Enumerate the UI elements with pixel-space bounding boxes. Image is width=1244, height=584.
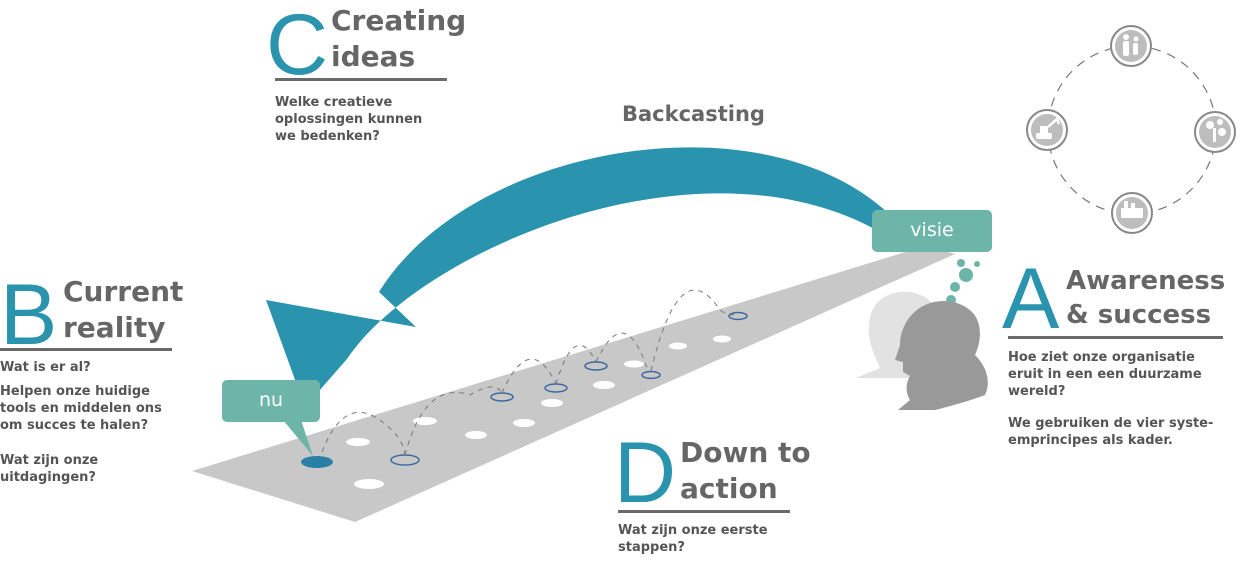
section-a-heading-line2: & success: [1066, 300, 1212, 330]
stone-outline: [728, 311, 748, 321]
stone: [346, 438, 370, 446]
thought-dot: [950, 282, 960, 292]
backcasting-arrow: [266, 147, 888, 407]
stone: [465, 431, 487, 439]
stone: [413, 417, 437, 425]
jump-arcs: [321, 289, 739, 456]
section-c-heading-line2: ideas: [331, 40, 416, 73]
section-d-rule: [618, 510, 790, 513]
tree-icon: [1194, 111, 1236, 153]
nu-bubble-shape: [222, 380, 320, 422]
stone: [541, 399, 563, 407]
stone: [669, 342, 687, 350]
section-d-letter: D: [614, 425, 677, 521]
section-a-text1: Hoe ziet onze organisatie eruit in een e…: [1008, 350, 1202, 399]
outlined-stones: [390, 311, 748, 466]
thought-dot: [957, 259, 965, 267]
stone-outline: [641, 370, 661, 380]
nu-bubble-label: nu: [258, 389, 284, 411]
section-b-letter: B: [0, 267, 58, 363]
stone: [624, 360, 644, 368]
cycle-circle: [1047, 45, 1217, 215]
section-c-letter: C: [266, 0, 329, 93]
path-road: [192, 246, 955, 522]
section-a-rule: [1008, 336, 1223, 339]
section-d-heading-line2: action: [680, 472, 778, 505]
thought-dot: [959, 268, 973, 282]
section-c-text: Welke creatieve oplossingen kunnen we be…: [275, 95, 423, 144]
cycle-icons: [1026, 25, 1236, 234]
thought-dot: [974, 261, 980, 267]
stone: [593, 381, 615, 389]
visie-bubble-shape: [872, 210, 992, 252]
visie-bubble-label: visie: [910, 219, 954, 241]
excavator-icon: [1026, 109, 1068, 151]
section-b-rule: [0, 348, 172, 351]
people-icon: [1110, 25, 1152, 67]
section-b-text2: Helpen onze huidige tools en middelen on…: [0, 384, 162, 433]
person-silhouette-icon: [856, 291, 988, 410]
section-d-text: Wat zijn onze eerste stappen?: [618, 523, 768, 555]
backcasting-label: Backcasting: [622, 102, 765, 126]
start-stone: [301, 456, 333, 468]
section-d-heading-line1: Down to: [680, 436, 811, 469]
section-b-heading-line2: reality: [63, 311, 166, 344]
section-a-text2: We gebruiken de vier syste-emprincipes a…: [1008, 416, 1214, 448]
section-b-heading-line1: Current: [63, 275, 184, 308]
section-c-heading-line1: Creating: [331, 4, 467, 37]
section-c-rule: [275, 78, 447, 81]
stepping-stones: [346, 335, 731, 489]
stone: [354, 479, 384, 489]
stone: [713, 335, 731, 343]
section-b-text3: Wat zijn onze uitdagingen?: [0, 453, 99, 485]
stone: [513, 419, 535, 427]
nu-bubble-pointer: [283, 420, 313, 456]
factory-icon: [1111, 192, 1153, 234]
section-a-heading-line1: Awareness: [1066, 266, 1226, 296]
section-a-letter: A: [1002, 251, 1060, 347]
section-b-text1: Wat is er al?: [0, 360, 91, 375]
